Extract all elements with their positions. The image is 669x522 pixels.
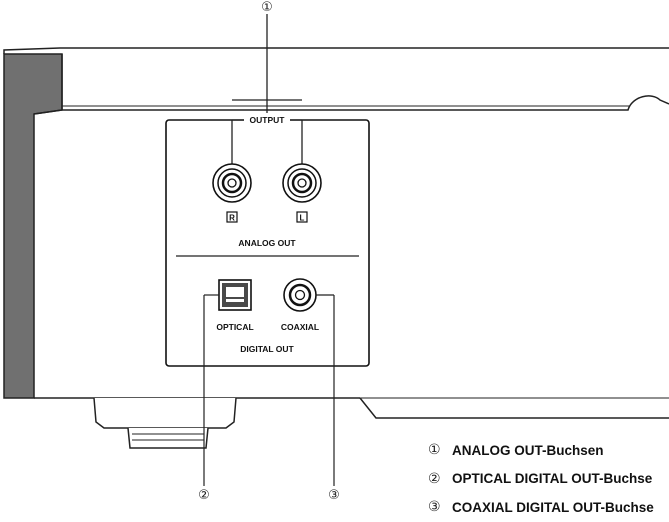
output-label: OUTPUT [250,115,286,125]
l-label: L [300,214,305,223]
callout-3: ③ [328,488,340,503]
analog-out-label: ANALOG OUT [238,238,296,248]
device-chassis [3,47,669,449]
legend-text: ANALOG OUT-Buchsen [452,442,604,458]
legend-number: ③ [428,499,441,516]
callout-leaders [203,294,335,486]
optical-label: OPTICAL [216,322,253,332]
rear-panel-diagram: OUTPUT R L ANALOG OUT [3,0,669,503]
callout-1: ① [261,0,273,15]
analog-out-l-jack [282,163,322,203]
optical-port [218,279,252,311]
legend-item: ③ COAXIAL DIGITAL OUT-Buchse [428,493,668,522]
legend-number: ② [428,470,441,487]
digital-out-label: DIGITAL OUT [240,344,294,354]
callout-2: ② [198,488,210,503]
legend-text: OPTICAL DIGITAL OUT-Buchse [452,471,653,487]
legend-number: ① [428,442,441,459]
coaxial-label: COAXIAL [281,322,319,332]
output-bracket: OUTPUT [231,14,303,164]
r-label: R [229,214,235,223]
legend-item: ② OPTICAL DIGITAL OUT-Buchse [428,465,668,494]
legend-item: ① ANALOG OUT-Buchsen [428,436,668,465]
legend-text: COAXIAL DIGITAL OUT-Buchse [452,499,654,515]
connector-panel: OUTPUT R L ANALOG OUT [165,14,370,367]
coaxial-port [283,278,317,312]
analog-out-r-jack [212,163,252,203]
device-foot [93,397,237,449]
